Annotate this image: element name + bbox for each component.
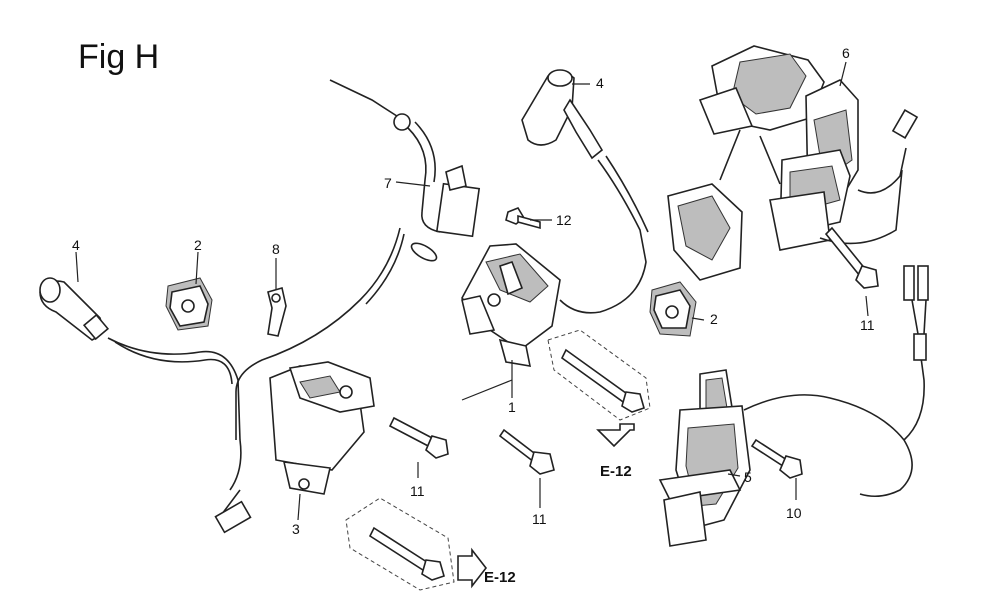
callout-7: 7: [384, 175, 392, 191]
spark-plug-cap-left: [39, 277, 244, 492]
exciter-coil-6: [667, 45, 919, 281]
spacer-right: [649, 281, 697, 337]
callout-3: 3: [292, 521, 300, 537]
reference-e12-upper: E-12: [600, 463, 632, 480]
figure-title: Fig H: [78, 38, 160, 76]
ignition-module-1: [461, 243, 561, 401]
bolt-11-b: [498, 428, 555, 475]
ignition-coil-3: [214, 361, 375, 534]
callout-8: 8: [272, 241, 280, 257]
callout-11-right: 11: [860, 317, 875, 333]
callout-4-left: 4: [72, 237, 80, 253]
charge-coil-5: [658, 265, 929, 547]
callout-6: 6: [842, 45, 850, 61]
spark-plug-cap-top: [521, 69, 649, 314]
bolt-11-c: [824, 226, 879, 289]
ignition-wire-7: [235, 79, 481, 440]
bolt-10: [750, 438, 803, 479]
bolt-group-e12-upper: [547, 329, 651, 448]
callout-2-right: 2: [710, 311, 718, 327]
callout-2-left: 2: [194, 237, 202, 253]
callout-5: 5: [744, 469, 752, 485]
bolt-11-a: [388, 416, 449, 459]
bolt-group-e12-lower: [345, 497, 488, 591]
wire-clip: [267, 286, 287, 337]
reference-e12-lower: E-12: [484, 569, 516, 586]
callout-12: 12: [556, 212, 572, 228]
callout-4-top: 4: [596, 75, 604, 91]
callout-11-left: 11: [410, 483, 425, 499]
callout-1: 1: [508, 399, 516, 415]
callout-11-middle: 11: [532, 511, 547, 527]
callout-10: 10: [786, 505, 802, 521]
leader-lines: [75, 61, 869, 521]
spacer-left: [165, 277, 213, 331]
bolt-12: [505, 207, 541, 230]
